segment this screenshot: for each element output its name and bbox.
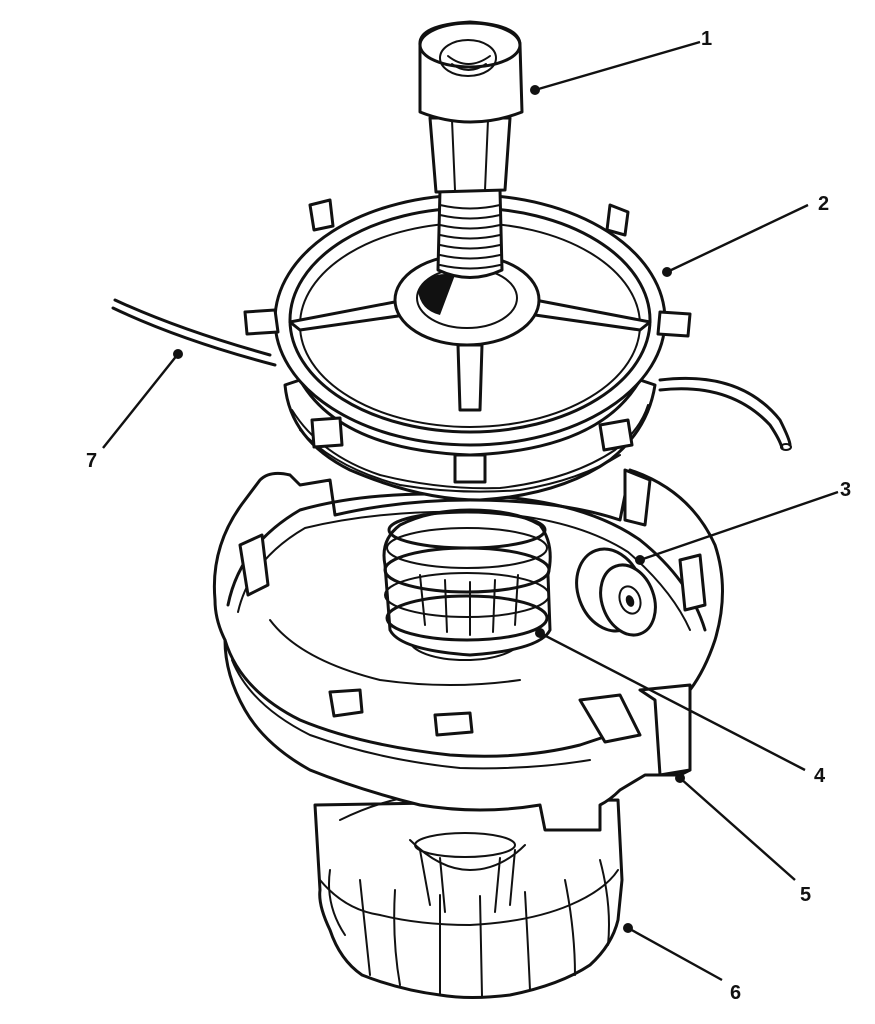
knob-part xyxy=(313,790,624,999)
callout-2: 2 xyxy=(818,193,829,215)
leader-5 xyxy=(679,777,796,881)
leader-3 xyxy=(639,490,839,562)
eyelet-part xyxy=(575,547,657,637)
leader-dot-3 xyxy=(635,555,645,565)
callout-4: 4 xyxy=(814,765,826,787)
spring-part xyxy=(382,508,552,657)
spool-cap-part xyxy=(243,193,692,502)
leader-7 xyxy=(102,353,179,449)
callout-6: 6 xyxy=(730,982,741,1004)
leader-dot-7 xyxy=(173,349,183,359)
leader-4 xyxy=(539,631,806,772)
leader-dot-4 xyxy=(535,628,545,638)
leader-1 xyxy=(534,40,701,92)
bolt-part xyxy=(418,20,524,279)
leader-2 xyxy=(666,203,809,274)
leader-dot-5 xyxy=(675,773,685,783)
callout-3: 3 xyxy=(840,479,851,501)
leader-dot-1 xyxy=(530,85,540,95)
leader-dot-2 xyxy=(662,267,672,277)
callout-1: 1 xyxy=(701,28,712,50)
callout-5: 5 xyxy=(800,884,811,906)
trimmer-line-part xyxy=(111,298,792,451)
leader-dot-6 xyxy=(623,923,633,933)
leader-6 xyxy=(627,926,723,982)
callout-7: 7 xyxy=(86,450,97,472)
